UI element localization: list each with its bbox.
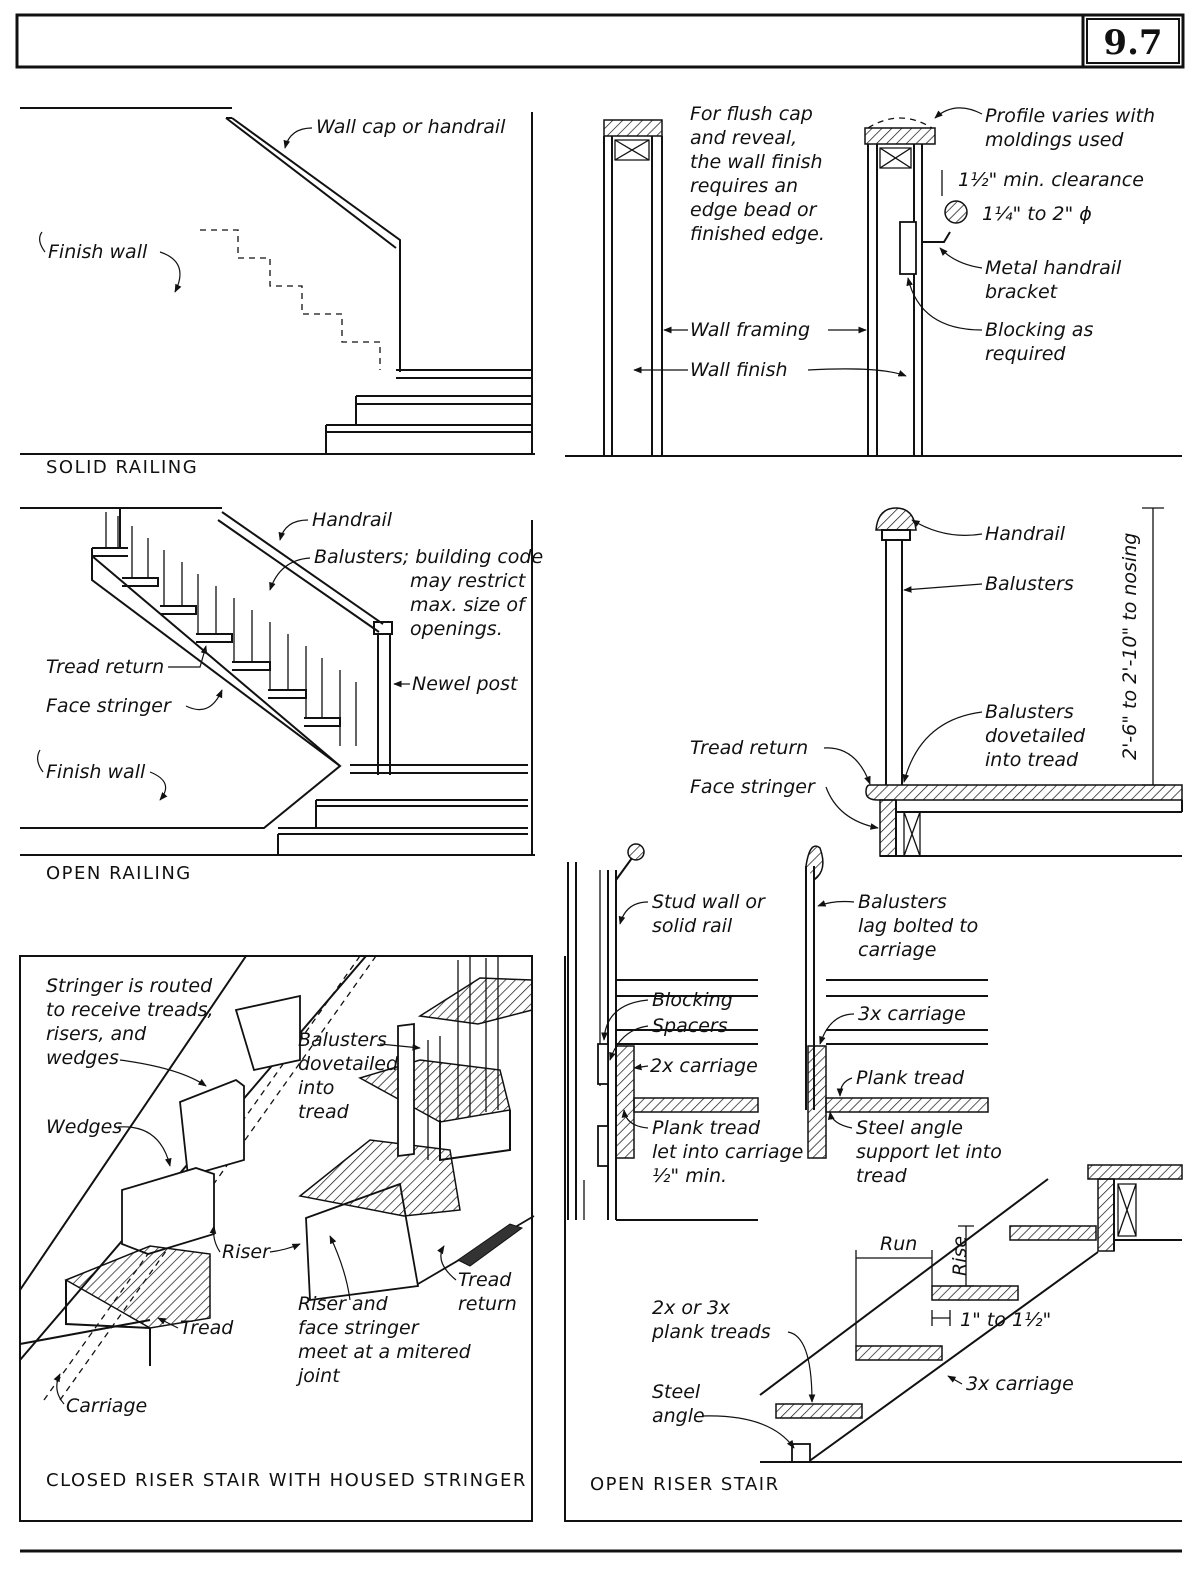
handrail-label: Handrail — [312, 509, 393, 531]
plank-let-label: Plank tread let into carriage ½" min. — [652, 1117, 809, 1187]
balusters-dovetailed-label: Balusters dovetailed into tread — [298, 1029, 404, 1123]
wall-cap-label: Wall cap or handrail — [316, 116, 506, 138]
carriage-3x-label-2: 3x carriage — [966, 1373, 1074, 1395]
carriage-label: Carriage — [66, 1395, 147, 1417]
title-bar: 9.7 — [15, 13, 1185, 69]
tread-label: Tread — [180, 1317, 234, 1339]
blocking-label-2: Blocking — [652, 989, 733, 1011]
open-railing-panel: Handrail Balusters; building code may re… — [20, 507, 549, 884]
plank-tread-label: Plank tread — [856, 1067, 965, 1089]
stud-wall-label: Stud wall or solid rail — [652, 891, 771, 937]
page-number: 9.7 — [1103, 23, 1162, 63]
diameter-label: 1¼" to 2" ϕ — [982, 203, 1092, 225]
face-stringer-label: Face stringer — [46, 695, 172, 717]
open-riser-caption: OPEN RISER STAIR — [590, 1474, 780, 1495]
closed-riser-caption: CLOSED RISER STAIR WITH HOUSED STRINGER — [46, 1470, 527, 1491]
profile-label: Profile varies with moldings used — [985, 105, 1161, 151]
overlap-label: 1" to 1½" — [960, 1309, 1051, 1331]
tread-return-label: Tread return — [46, 656, 164, 678]
balusters-note-label: Balusters; building code may restrict ma… — [314, 546, 549, 640]
carriage-3x-label: 3x carriage — [858, 1003, 966, 1025]
clearance-label: 1½" min. clearance — [958, 169, 1144, 191]
stringer-routed-label: Stringer is routed to receive treads, ri… — [46, 975, 220, 1069]
run-label: Run — [880, 1233, 917, 1255]
face-stringer-label-2: Face stringer — [690, 776, 816, 798]
plank-treads-label: 2x or 3x plank treads — [651, 1297, 771, 1343]
open-riser-panel: Stud wall or solid rail Balusters lag bo… — [20, 843, 1183, 1553]
solid-railing-panel: Wall cap or handrail Finish wall SOLID R… — [20, 107, 535, 478]
height-dimension-label: 2'-6" to 2'-10" to nosing — [1119, 533, 1141, 760]
balusters-label: Balusters — [985, 573, 1074, 595]
riser-label: Riser — [222, 1241, 271, 1263]
open-railing-caption: OPEN RAILING — [46, 863, 192, 884]
wall-section-panel: For flush cap and reveal, the wall finis… — [565, 103, 1182, 457]
steel-angle-label: Steel angle — [652, 1381, 706, 1427]
wall-finish-label: Wall finish — [690, 359, 788, 381]
solid-railing-caption: SOLID RAILING — [46, 457, 198, 478]
finish-wall-label: Finish wall — [48, 241, 148, 263]
bracket-label: Metal handrail bracket — [985, 257, 1127, 303]
spacers-label: Spacers — [652, 1015, 728, 1037]
handrail-label-2: Handrail — [985, 523, 1066, 545]
closed-riser-panel: Stringer is routed to receive treads, ri… — [19, 955, 535, 1522]
wall-framing-label: Wall framing — [690, 319, 810, 341]
riser-face-label: Riser and face stringer meet at a mitere… — [295, 1293, 477, 1387]
blocking-label: Blocking as required — [985, 319, 1099, 365]
wedges-label: Wedges — [46, 1116, 122, 1138]
flush-cap-note: For flush cap and reveal, the wall finis… — [690, 103, 829, 245]
finish-wall-label-2: Finish wall — [46, 761, 146, 783]
dovetailed-label: Balusters dovetailed into tread — [985, 701, 1091, 771]
baluster-section-panel: 2'-6" to 2'-10" to nosing Handrail Balus… — [690, 507, 1183, 857]
carriage-2x-label: 2x carriage — [650, 1055, 758, 1077]
steel-support-label: Steel angle support let into tread — [856, 1117, 1008, 1187]
tread-return-label-3: Tread return — [458, 1269, 517, 1315]
balusters-lag-label: Balusters lag bolted to carriage — [858, 891, 984, 961]
newel-post-label: Newel post — [412, 673, 519, 695]
rise-label: Rise — [949, 1236, 971, 1276]
tread-return-label-2: Tread return — [690, 737, 808, 759]
